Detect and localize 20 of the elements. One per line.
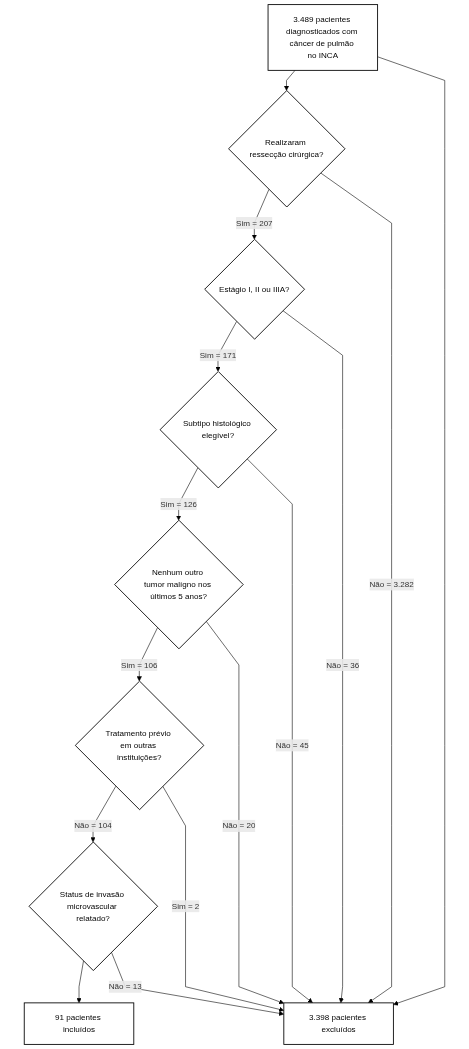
node-diamond: Subtipo histológico elegível? (159, 371, 277, 489)
node-diamond: Tratamento prévio em outras instituições? (74, 680, 205, 811)
edge-label: Não = 36 (326, 660, 360, 670)
edge-label: Não = 3.282 (369, 579, 414, 589)
edge-label: Não = 20 (222, 820, 256, 831)
edge-label: Sim = 106 (121, 660, 158, 670)
node-diamond: Nenhum outro tumor malígno nos últimos 5 anos? (114, 519, 244, 650)
node-box: 3.489 pacientes diagnosticados com câncer de pulmão no INCA (267, 4, 379, 71)
edge-label: Não = 45 (275, 740, 309, 750)
node-box: 91 pacientes incluídos (23, 1002, 135, 1045)
edge-label: Sim = 171 (199, 350, 237, 360)
node-diamond: Estágio I, II ou IIIA? (204, 238, 305, 340)
edge-label: Sim = 2 (171, 901, 200, 911)
node-diamond: Realizaram ressecção cirúrgica? (228, 90, 346, 208)
edge-label: Não = 104 (74, 820, 112, 831)
edge-label: Não = 13 (108, 981, 142, 992)
edge-label: Sim = 126 (160, 499, 197, 509)
edge-label: Sim = 207 (236, 218, 273, 228)
node-diamond: Status de invasão microvascular relatado? (28, 841, 159, 971)
node-box: 3.398 pacientes excluídos (283, 1002, 394, 1045)
